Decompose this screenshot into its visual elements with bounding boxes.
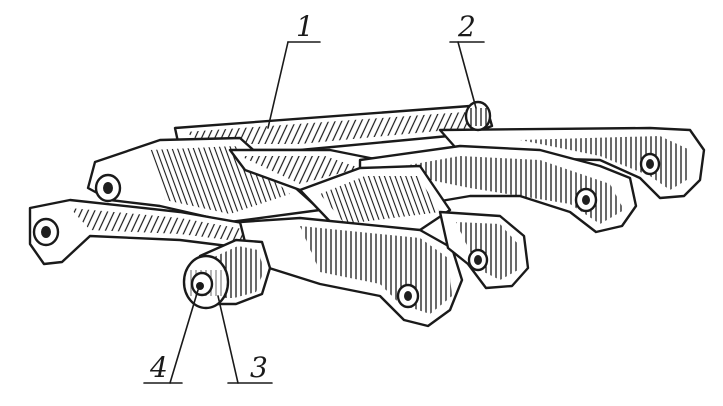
callout-1: 1 (296, 10, 314, 43)
front-link-row (28, 198, 530, 328)
back-link-row (173, 100, 706, 200)
callout-4: 4 (149, 351, 168, 384)
callout-2: 2 (457, 10, 476, 43)
roller-bushing (182, 238, 272, 310)
callout-3: 3 (250, 351, 268, 384)
leader-lines (143, 41, 485, 384)
middle-link-row (86, 136, 638, 234)
